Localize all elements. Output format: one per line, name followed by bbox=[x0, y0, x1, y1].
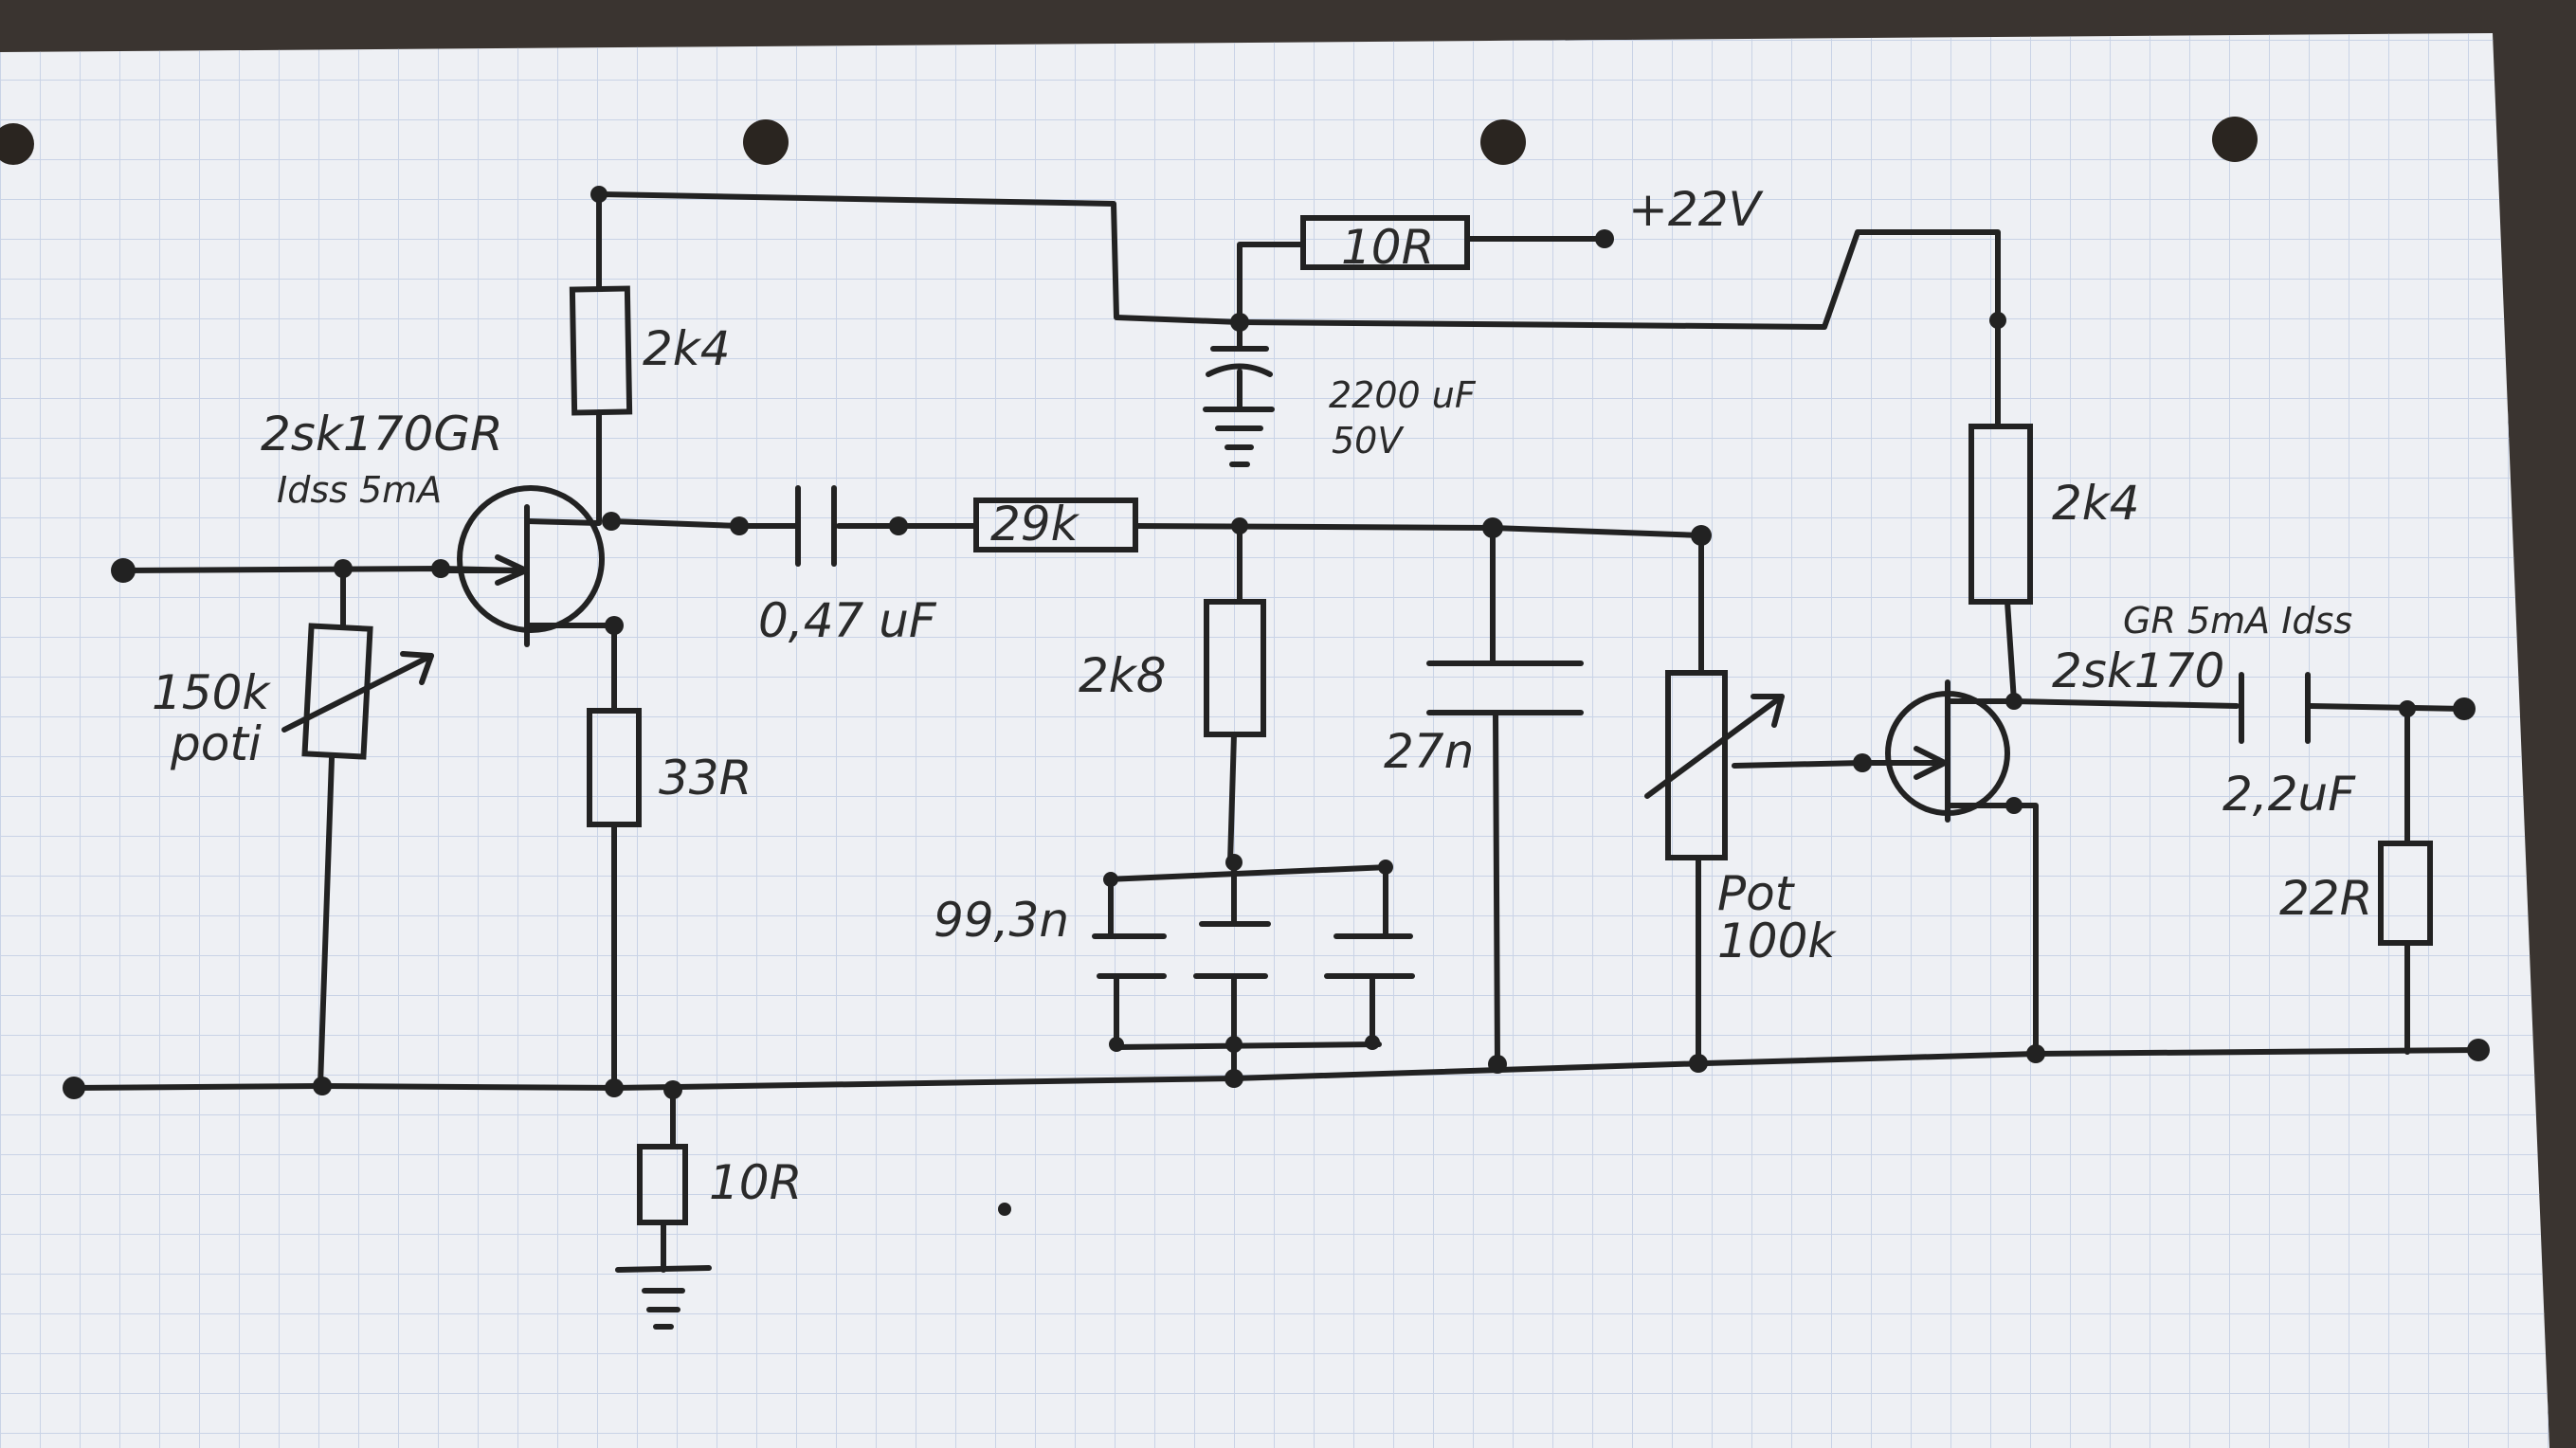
label-cap-supply: 2200 uF bbox=[1329, 374, 1477, 416]
punch-holes bbox=[0, 117, 2258, 165]
label-cap-couple: 0,47 uF bbox=[758, 593, 937, 648]
label-jfet2: 2sk170 bbox=[2052, 643, 2224, 698]
label-cap-out: 2,2uF bbox=[2222, 767, 2356, 822]
label-r-source1: 33R bbox=[659, 751, 752, 805]
potentiometer-100k bbox=[1644, 670, 1785, 860]
capacitor-047uf bbox=[795, 485, 837, 567]
jfet-2sk170-stage1 bbox=[443, 485, 617, 647]
potentiometer-150k bbox=[281, 623, 434, 760]
label-cap-bank: 99,3n bbox=[934, 893, 1069, 948]
label-cap-filter: 27n bbox=[1384, 724, 1474, 779]
resistor-2k8 bbox=[1204, 599, 1266, 737]
resistor-33r bbox=[587, 708, 642, 827]
capacitor-bank-99n bbox=[1092, 921, 1415, 979]
label-r-supply: 10R bbox=[1341, 220, 1434, 275]
label-jfet1-idss: Idss 5mA bbox=[277, 469, 442, 511]
label-pot-vol: Pot bbox=[1717, 866, 1796, 921]
resistor-22r bbox=[2378, 841, 2433, 946]
resistor-29k bbox=[973, 498, 1138, 552]
resistor-2k4-stage1 bbox=[569, 285, 633, 416]
labels: +22V 10R 2200 uF 50V 2k4 2sk170GR Idss 5… bbox=[152, 182, 2372, 1210]
label-r-drain2: 2k4 bbox=[2052, 476, 2140, 531]
label-supply: +22V bbox=[1628, 182, 1765, 237]
label-r-out: 22R bbox=[2279, 871, 2372, 926]
label-pot-in-name: poti bbox=[170, 716, 262, 771]
resistor-10r-ground bbox=[637, 1144, 688, 1225]
junction-dots bbox=[63, 186, 2490, 1216]
components bbox=[281, 215, 2433, 1330]
label-r-series: 29k bbox=[990, 497, 1080, 552]
label-r-drain1: 2k4 bbox=[643, 321, 731, 376]
resistor-10r-supply bbox=[1300, 215, 1470, 270]
label-cap-supply-voltage: 50V bbox=[1332, 420, 1405, 462]
paper-sheet bbox=[0, 33, 2549, 1448]
label-jfet2-top: GR 5mA Idss bbox=[2123, 600, 2352, 642]
capacitor-27n bbox=[1426, 661, 1584, 715]
label-r-shunt: 2k8 bbox=[1079, 648, 1167, 703]
label-jfet1: 2sk170GR bbox=[261, 407, 503, 462]
label-pot-vol-value: 100k bbox=[1717, 914, 1837, 968]
label-pot-in: 150k bbox=[152, 665, 271, 720]
resistor-2k4-stage2 bbox=[1968, 424, 2033, 605]
jfet-2sk170-stage2 bbox=[1859, 679, 2017, 823]
capacitor-22uf bbox=[2239, 672, 2311, 744]
label-r-ground: 10R bbox=[709, 1155, 802, 1210]
ground-symbol bbox=[615, 1265, 712, 1330]
